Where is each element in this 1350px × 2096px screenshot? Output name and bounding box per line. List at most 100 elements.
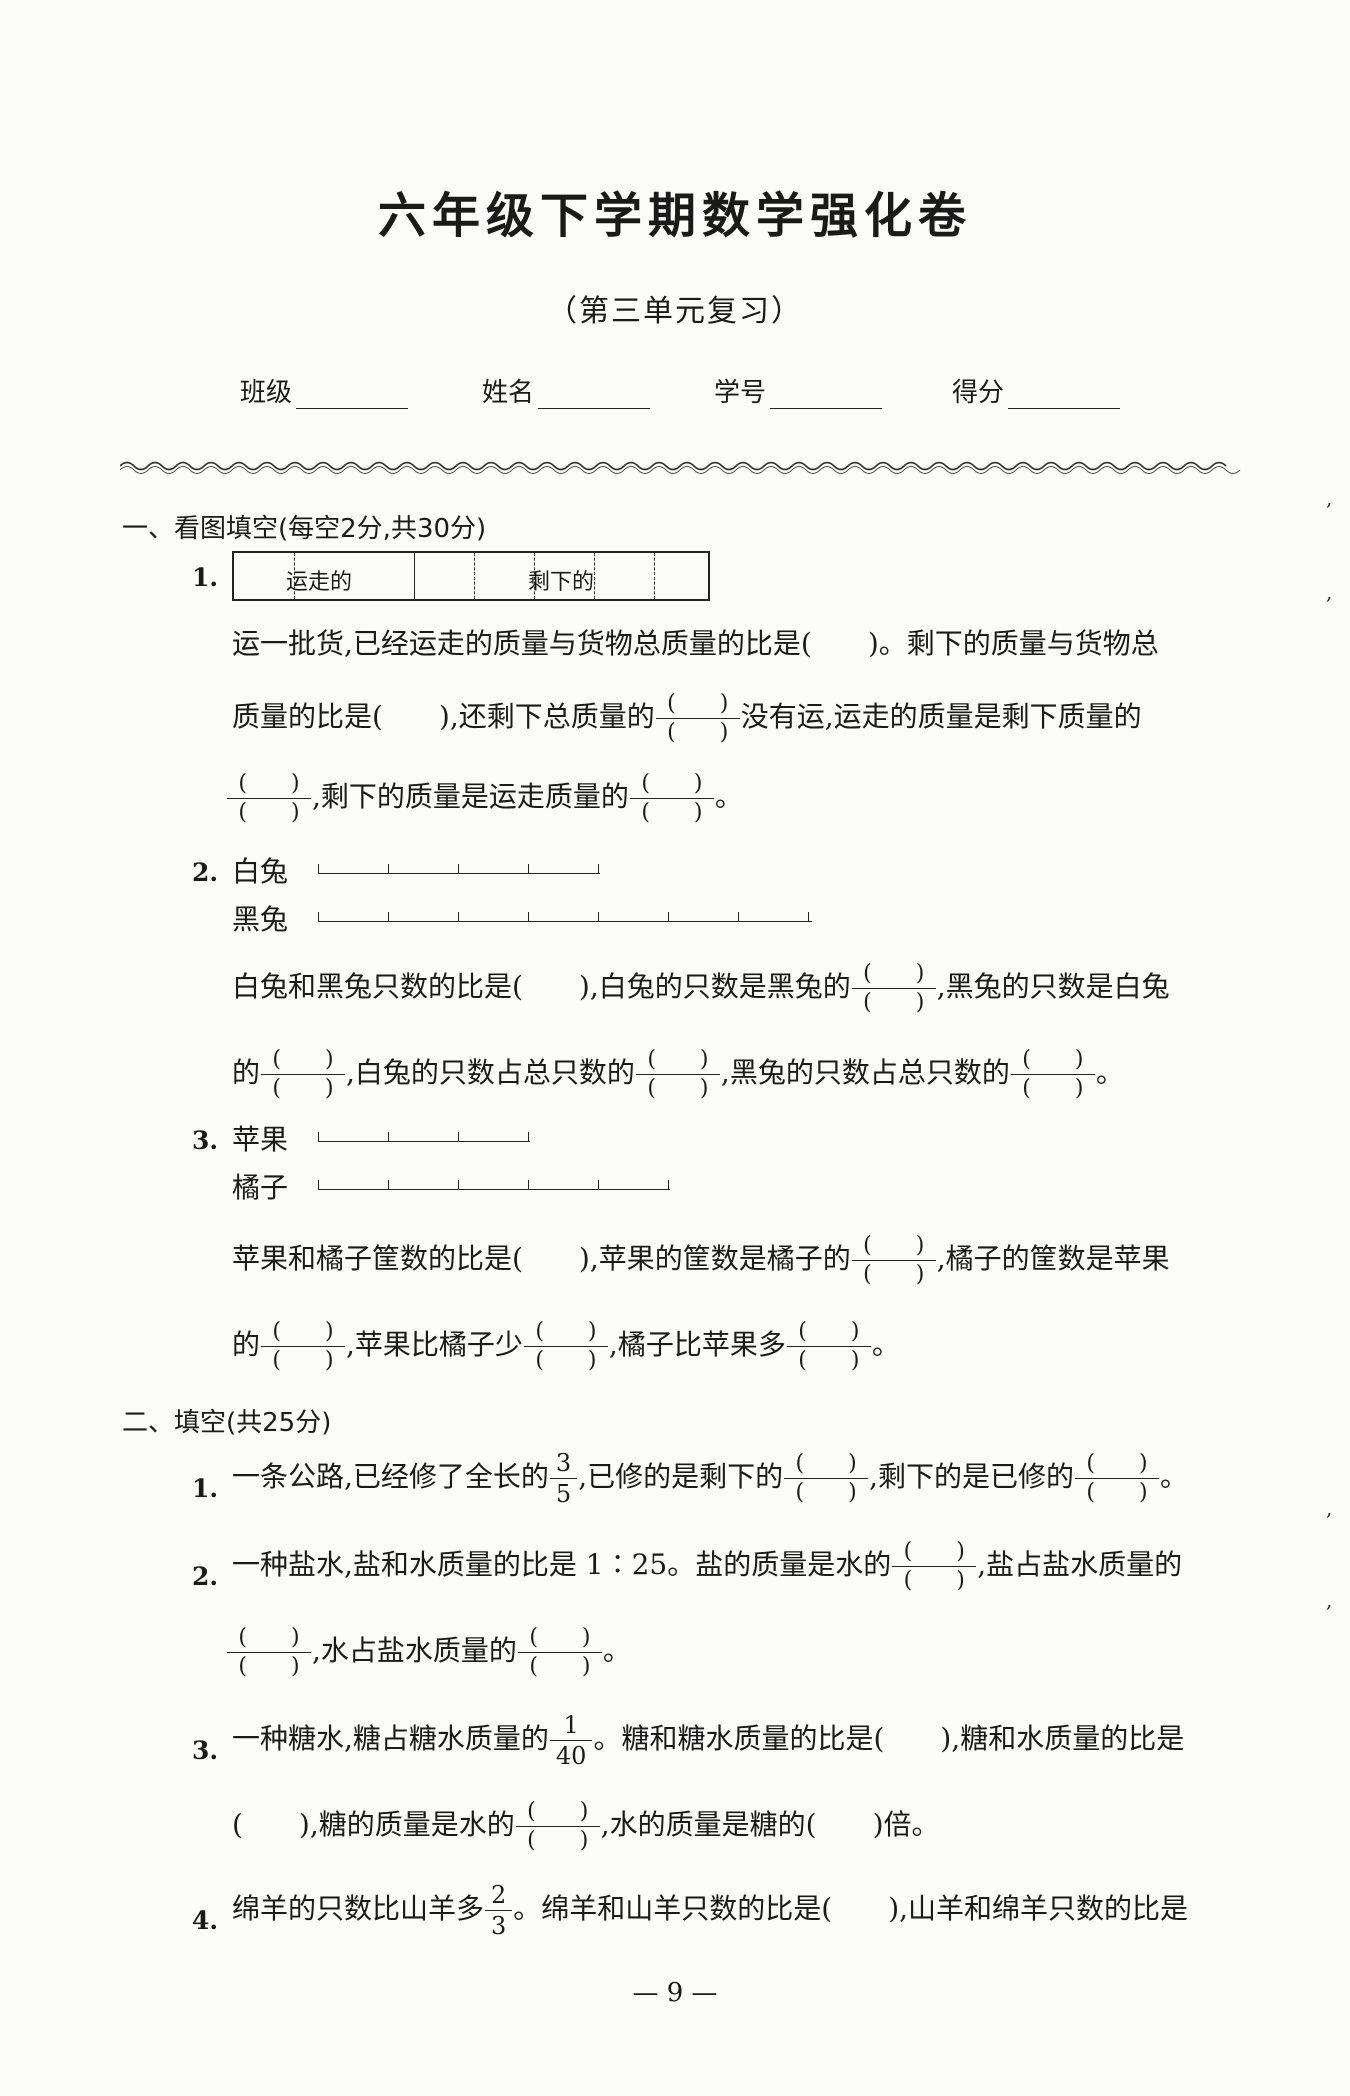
s1-q2-line1-text-b: ,黑兔的只数是白兔 — [936, 970, 1170, 1003]
s1-q3-line1-text-b: ,橘子的筐数是苹果 — [936, 1242, 1170, 1275]
edge-mark: , — [1326, 580, 1333, 604]
answer-fraction-blank[interactable]: ( )( ) — [851, 1235, 936, 1286]
answer-fraction-blank[interactable]: ( )( ) — [1075, 1453, 1159, 1504]
answer-fraction-blank[interactable]: ( )( ) — [851, 963, 936, 1014]
s1-q1-line2: 质量的比是( ),还剩下总质量的( )( )没有运,运走的质量是剩下质量的 — [232, 682, 1142, 752]
s1-q3-line2-text-d: 。 — [871, 1328, 900, 1361]
s1-q3-line1-text-a: 苹果和橘子筐数的比是( ),苹果的筐数是橘子的 — [232, 1242, 851, 1275]
page-number: — 9 — — [632, 1978, 718, 2008]
answer-fraction-blank[interactable]: ( )( ) — [786, 1321, 871, 1372]
cargo-diagram: 运走的 剩下的 — [232, 551, 710, 601]
answer-fraction-blank[interactable]: ( )( ) — [261, 1321, 346, 1372]
page-title: 六年级下学期数学强化卷 — [377, 188, 972, 244]
name-field[interactable]: 姓名 — [482, 372, 651, 409]
s2-q1-text-d: 。 — [1160, 1460, 1189, 1493]
answer-fraction-blank[interactable]: ( )( ) — [635, 1049, 720, 1100]
cargo-divider — [414, 553, 415, 599]
s1-q2-line2: 的( )( ),白兔的只数占总只数的( )( ),黑兔的只数占总只数的( )( … — [232, 1038, 1124, 1108]
s1-q2-line1: 白兔和黑兔只数的比是( ),白兔的只数是黑兔的( )( ),黑兔的只数是白兔 — [232, 952, 1170, 1022]
s2-q1-text-c: ,剩下的是已修的 — [869, 1460, 1074, 1493]
score-label: 得分 — [952, 378, 1005, 408]
s1-q2-line2-text-d: 。 — [1095, 1056, 1124, 1089]
answer-fraction-blank[interactable]: ( )( ) — [523, 1321, 608, 1372]
apple-label: 苹果 — [232, 1123, 289, 1156]
score-field[interactable]: 得分 — [952, 372, 1121, 409]
cargo-dash-4 — [594, 553, 595, 599]
s1-q2-line2-text-a: 的 — [232, 1056, 261, 1089]
s2-q2-text-b: ,盐占盐水质量的 — [977, 1548, 1183, 1581]
s1-q1-line1: 运一批货,已经运走的质量与货物总质量的比是( )。剩下的质量与货物总 — [232, 627, 1159, 660]
s1-q3-line2-text-c: ,橘子比苹果多 — [608, 1328, 786, 1361]
s2-q2-text-d: 。 — [602, 1634, 631, 1667]
s2-q2-text-a: 一种盐水,盐和水质量的比是 1∶25。盐的质量是水的 — [232, 1548, 892, 1581]
cargo-dash-3 — [534, 553, 535, 599]
student-id-field[interactable]: 学号 — [714, 372, 883, 409]
s1-q3-line2-text-a: 的 — [232, 1328, 261, 1361]
page-subtitle: （第三单元复习） — [547, 294, 803, 329]
class-label: 班级 — [240, 378, 293, 408]
cargo-label-remaining: 剩下的 — [528, 570, 595, 595]
s1-q3-line1: 苹果和橘子筐数的比是( ),苹果的筐数是橘子的( )( ),橘子的筐数是苹果 — [232, 1224, 1170, 1294]
s2-q3-number: 3. — [192, 1736, 219, 1765]
answer-fraction-blank[interactable]: ( )( ) — [227, 773, 311, 824]
answer-fraction-blank[interactable]: ( )( ) — [227, 1627, 311, 1678]
class-blank[interactable] — [296, 382, 409, 409]
s2-q2-line1: 一种盐水,盐和水质量的比是 1∶25。盐的质量是水的( )( ),盐占盐水质量的 — [232, 1530, 1182, 1600]
s1-q2-number: 2. — [192, 858, 219, 887]
s2-q3-text-d: ,水的质量是糖的( )倍。 — [600, 1808, 940, 1841]
section-1-heading: 一、看图填空(每空2分,共30分) — [122, 514, 487, 544]
black-rabbit-label: 黑兔 — [232, 903, 289, 936]
orange-line — [318, 1178, 670, 1190]
answer-fraction-blank[interactable]: ( )( ) — [892, 1541, 977, 1592]
name-label: 姓名 — [482, 378, 535, 408]
student-id-label: 学号 — [714, 378, 767, 408]
answer-fraction-blank[interactable]: ( )( ) — [515, 1801, 600, 1852]
s2-q3-text-b: 。糖和糖水质量的比是( ),糖和水质量的比是 — [593, 1722, 1185, 1755]
answer-fraction-blank[interactable]: ( )( ) — [784, 1453, 869, 1504]
cargo-label-shipped: 运走的 — [286, 570, 353, 595]
s2-q3-text-a: 一种糖水,糖占糖水质量的 — [232, 1722, 549, 1755]
s1-q2-line1-text-a: 白兔和黑兔只数的比是( ),白兔的只数是黑兔的 — [232, 970, 851, 1003]
white-rabbit-line — [318, 862, 600, 874]
s1-q1-line2-text-a: 质量的比是( ),还剩下总质量的 — [232, 700, 655, 733]
s2-q2-line2: ( )( ),水占盐水质量的( )( )。 — [226, 1616, 631, 1686]
answer-fraction-blank[interactable]: ( )( ) — [517, 1627, 602, 1678]
s1-q1-line2-text-b: 没有运,运走的质量是剩下质量的 — [740, 700, 1142, 733]
wavy-divider — [120, 461, 1241, 474]
s2-q2-text-c: ,水占盐水质量的 — [312, 1634, 517, 1667]
answer-fraction-blank[interactable]: ( )( ) — [655, 693, 740, 744]
s1-q1-line3-text-b: 。 — [714, 780, 743, 813]
s2-q4-number: 4. — [192, 1906, 219, 1935]
student-id-blank[interactable] — [770, 382, 883, 409]
s1-q3-line2: 的( )( ),苹果比橘子少( )( ),橘子比苹果多( )( )。 — [232, 1310, 900, 1380]
orange-label: 橘子 — [232, 1171, 289, 1204]
s1-q3-number: 3. — [192, 1126, 219, 1155]
s1-q1-number: 1. — [192, 563, 219, 592]
name-blank[interactable] — [538, 382, 651, 409]
edge-mark: , — [1326, 1496, 1333, 1520]
s2-q3-line2: ( ),糖的质量是水的( )( ),水的质量是糖的( )倍。 — [232, 1790, 940, 1860]
s2-q1-number: 1. — [192, 1474, 219, 1503]
s2-q3-text-c: ( ),糖的质量是水的 — [232, 1808, 515, 1841]
s1-q2-line2-text-c: ,黑兔的只数占总只数的 — [720, 1056, 1010, 1089]
s2-q4-text-b: 。绵羊和山羊只数的比是( ),山羊和绵羊只数的比是 — [513, 1892, 1189, 1925]
section-2-heading: 二、填空(共25分) — [122, 1408, 332, 1438]
score-blank[interactable] — [1008, 382, 1121, 409]
s1-q1-line3-text-a: ,剩下的质量是运走质量的 — [312, 780, 629, 813]
class-field[interactable]: 班级 — [240, 372, 409, 409]
answer-fraction-blank[interactable]: ( )( ) — [261, 1049, 346, 1100]
answer-fraction-blank[interactable]: ( )( ) — [1010, 1049, 1095, 1100]
answer-fraction-blank[interactable]: ( )( ) — [629, 773, 714, 824]
cargo-dash-5 — [654, 553, 655, 599]
edge-mark: , — [1326, 1588, 1333, 1612]
apple-line — [318, 1130, 530, 1142]
s2-q1-text-a: 一条公路,已经修了全长的 — [232, 1460, 549, 1493]
s2-q4-text-a: 绵羊的只数比山羊多 — [232, 1892, 485, 1925]
